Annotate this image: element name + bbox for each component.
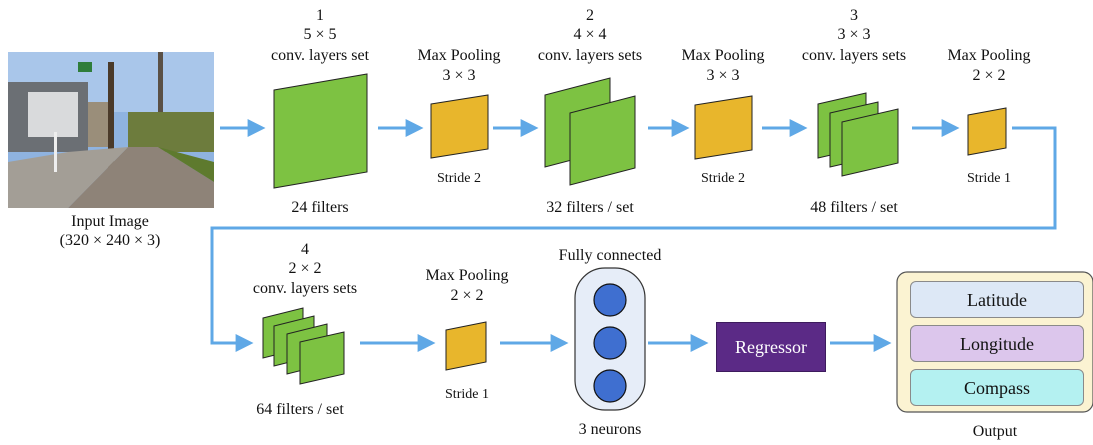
pool2-name: Max Pooling: [681, 47, 765, 64]
fc-title: Fully connected: [558, 247, 662, 264]
pool3-layer: [967, 107, 1007, 156]
input-image-size: (320 × 240 × 3): [59, 232, 161, 249]
stage4-name: conv. layers sets: [252, 280, 358, 297]
fc-count: 3 neurons: [578, 421, 642, 438]
stage2-kernel: 4 × 4: [573, 26, 607, 43]
pool4-size: 2 × 2: [450, 287, 484, 304]
pool1-name: Max Pooling: [417, 47, 501, 64]
pool1-size: 3 × 3: [442, 67, 476, 84]
input-image: [8, 52, 214, 208]
pool3-stride: Stride 1: [967, 171, 1011, 186]
stage2-filters: 32 filters / set: [546, 199, 634, 216]
conv3-layer-3: [841, 108, 899, 177]
neuron-1: [593, 283, 627, 317]
output-latitude: Latitude: [910, 281, 1084, 318]
stage1-kernel: 5 × 5: [303, 26, 337, 43]
stage2-number: 2: [586, 7, 594, 24]
output-compass: Compass: [910, 369, 1084, 406]
stage3-kernel: 3 × 3: [837, 26, 871, 43]
conv4-layer-4: [299, 331, 345, 385]
stage1-name: conv. layers set: [270, 47, 370, 64]
pool1-stride: Stride 2: [437, 171, 481, 186]
pool2-layer: [694, 95, 753, 160]
pool3-size: 2 × 2: [972, 67, 1006, 84]
conv1-layer: [273, 73, 368, 189]
stage1-filters: 24 filters: [291, 199, 349, 216]
input-image-label: Input Image: [71, 213, 149, 230]
stage4-number: 4: [301, 241, 309, 258]
neuron-2: [593, 326, 627, 360]
stage1-number: 1: [316, 7, 324, 24]
regressor-block: Regressor: [716, 322, 826, 372]
output-label: Output: [972, 423, 1018, 440]
pool2-stride: Stride 2: [701, 171, 745, 186]
pool4-stride: Stride 1: [445, 387, 489, 402]
pool4-name: Max Pooling: [425, 267, 509, 284]
stage4-kernel: 2 × 2: [288, 260, 322, 277]
stage4-filters: 64 filters / set: [256, 401, 344, 418]
pool4-layer: [445, 321, 487, 371]
neuron-3: [593, 369, 627, 403]
stage3-filters: 48 filters / set: [810, 199, 898, 216]
pool3-name: Max Pooling: [947, 47, 1031, 64]
conv2-layer-front: [569, 95, 636, 186]
stage2-name: conv. layers sets: [537, 47, 643, 64]
pool1-layer: [430, 94, 489, 159]
stage3-number: 3: [850, 7, 858, 24]
output-longitude: Longitude: [910, 325, 1084, 362]
pool2-size: 3 × 3: [706, 67, 740, 84]
arrow-row-connector: [210, 126, 1057, 352]
stage3-name: conv. layers sets: [801, 47, 907, 64]
